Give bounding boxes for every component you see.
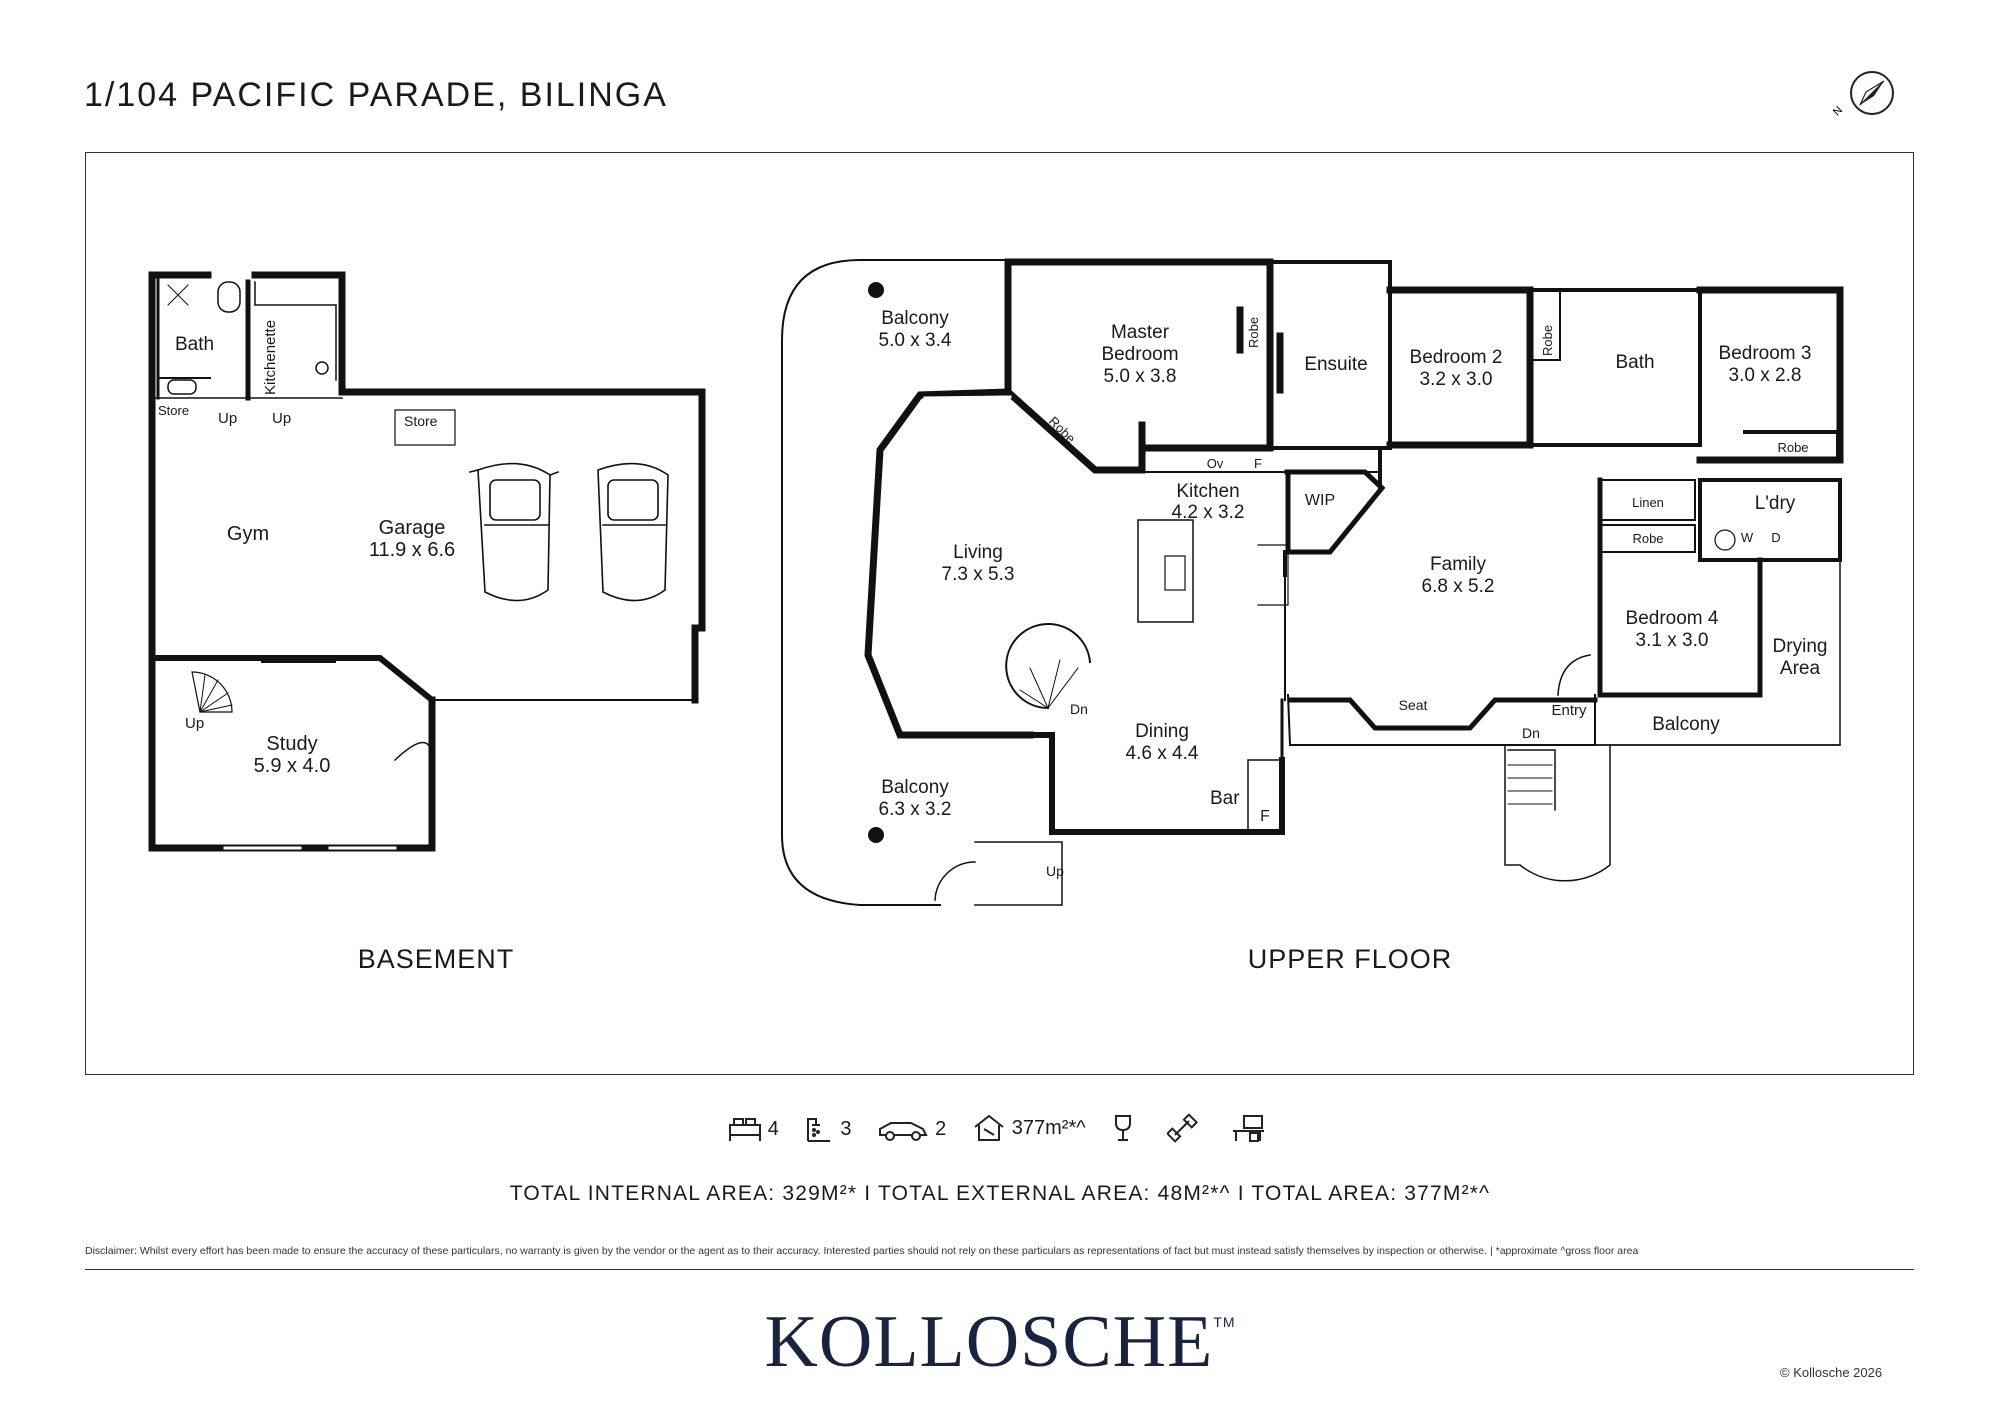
trademark-mark: TM (1213, 1314, 1236, 1330)
stair-label-up: Up (272, 410, 291, 427)
room-dimensions-garage: 11.9 x 6.6 (369, 539, 455, 561)
room-dimensions-dining: 4.6 x 4.4 (1126, 743, 1199, 764)
brand-logo: KOLLOSCHETM (0, 1300, 2000, 1385)
room-dimensions-family: 6.8 x 5.2 (1422, 576, 1495, 597)
room-label-balcony: Balcony (881, 777, 949, 798)
feature-area: 377m²*^ (972, 1113, 1086, 1143)
divider-line (85, 1269, 1914, 1270)
room-dimensions-bedroom-3: 3.0 x 2.8 (1729, 365, 1802, 386)
room-dimensions-living: 7.3 x 5.3 (942, 564, 1015, 585)
stair-label-up: Up (218, 410, 237, 427)
appliance-label-dryer: D (1771, 530, 1780, 545)
property-address-title: 1/104 PACIFIC PARADE, BILINGA (84, 76, 668, 114)
room-label-store: Store (404, 413, 438, 429)
column-marker (868, 827, 884, 843)
stair-label-down: Dn (1522, 725, 1540, 741)
study-desk-icon (1233, 1115, 1265, 1142)
copyright-notice: © Kollosche 2026 (1780, 1365, 1883, 1380)
room-label-dining: Dining (1135, 721, 1189, 742)
room-label-kitchenette: Kitchenette (262, 320, 279, 395)
room-label-wip: WIP (1305, 492, 1335, 509)
room-label-laundry: L'dry (1755, 493, 1796, 514)
room-label-robe: Robe (1246, 317, 1261, 348)
compass-icon: N (1831, 71, 1894, 118)
room-label-study: Study (266, 733, 317, 755)
house-area-icon (974, 1114, 1004, 1141)
room-label-garage: Garage (379, 517, 446, 539)
disclaimer-text: Disclaimer: Whilst every effort has been… (85, 1245, 1639, 1257)
room-dimensions-balcony: 5.0 x 3.4 (879, 330, 952, 351)
room-dimensions-master: 5.0 x 3.8 (1104, 366, 1177, 387)
appliance-label-fridge: F (1254, 456, 1262, 471)
feature-wine (1111, 1113, 1141, 1143)
room-label-living: Living (953, 542, 1003, 563)
feature-study (1230, 1113, 1272, 1143)
room-label-bedroom-4: Bedroom 4 (1626, 608, 1719, 629)
appliance-label-oven: Ov (1207, 456, 1224, 471)
feature-bathrooms-value: 3 (840, 1117, 852, 1140)
appliance-label-washer: W (1741, 530, 1754, 545)
stair-label-up: Up (185, 715, 204, 732)
room-label-seat: Seat (1399, 697, 1428, 713)
room-label-entry: Entry (1551, 702, 1587, 719)
room-label-bedroom-3: Bedroom 3 (1719, 343, 1812, 364)
room-label-robe: Robe (1777, 440, 1808, 455)
feature-gym (1166, 1113, 1205, 1143)
room-label-family: Family (1430, 554, 1486, 575)
room-dimensions-balcony: 6.3 x 3.2 (879, 799, 952, 820)
appliance-label-fridge: F (1260, 808, 1270, 825)
room-label-linen: Linen (1632, 495, 1664, 510)
room-label-store: Store (158, 403, 189, 418)
wine-glass-icon (1115, 1115, 1132, 1141)
feature-bedrooms-value: 4 (767, 1117, 779, 1140)
room-dimensions-kitchen: 4.2 x 3.2 (1172, 502, 1245, 523)
feature-carspaces: 2 (877, 1115, 946, 1143)
feature-bathrooms: 3 (804, 1115, 852, 1143)
room-label-ensuite: Ensuite (1304, 354, 1367, 375)
room-label-master: Master (1111, 322, 1170, 343)
dumbbell-icon (1166, 1113, 1198, 1143)
feature-bedrooms: 4 (728, 1115, 779, 1143)
room-label-balcony: Balcony (1652, 714, 1720, 735)
floor-label-basement: BASEMENT (358, 944, 515, 974)
floorplan-frame (85, 152, 1914, 1075)
car-icon (879, 1122, 928, 1141)
room-label-master-bedroom: Bedroom (1101, 344, 1178, 365)
room-dimensions-study: 5.9 x 4.0 (254, 755, 331, 777)
brand-logo-text: KOLLOSCHE (764, 1301, 1214, 1383)
room-label-drying-area-2: Area (1780, 658, 1821, 679)
room-label-gym: Gym (227, 523, 269, 545)
stair-label-up: Up (1046, 863, 1064, 879)
room-label-robe: Robe (1540, 325, 1555, 356)
room-label-drying-area: Drying (1773, 636, 1828, 657)
room-label-bar: Bar (1210, 788, 1240, 809)
room-dimensions-bedroom-2: 3.2 x 3.0 (1420, 369, 1493, 390)
room-label-kitchen: Kitchen (1176, 481, 1239, 502)
column-marker (868, 282, 884, 298)
property-features-row: 4 3 2 377m²*^ (0, 1113, 2000, 1149)
room-label-bedroom-2: Bedroom 2 (1410, 347, 1503, 368)
room-label-bath: Bath (175, 334, 214, 355)
bed-icon (728, 1118, 761, 1141)
floor-label-upper: UPPER FLOOR (1248, 944, 1453, 974)
floorplan-drawing: Bath Kitchenette Store Up Up Store Gym G… (148, 258, 1844, 974)
shower-icon (807, 1118, 831, 1142)
stair-label-down: Dn (1070, 701, 1088, 717)
total-areas-summary: TOTAL INTERNAL AREA: 329M²* I TOTAL EXTE… (509, 1182, 1491, 1205)
room-dimensions-bedroom-4: 3.1 x 3.0 (1636, 630, 1709, 651)
feature-carspaces-value: 2 (935, 1117, 947, 1140)
room-label-bath: Bath (1615, 352, 1654, 373)
feature-area-value: 377m²*^ (1011, 1116, 1086, 1139)
room-label-balcony: Balcony (881, 308, 949, 329)
room-label-robe: Robe (1632, 531, 1663, 546)
